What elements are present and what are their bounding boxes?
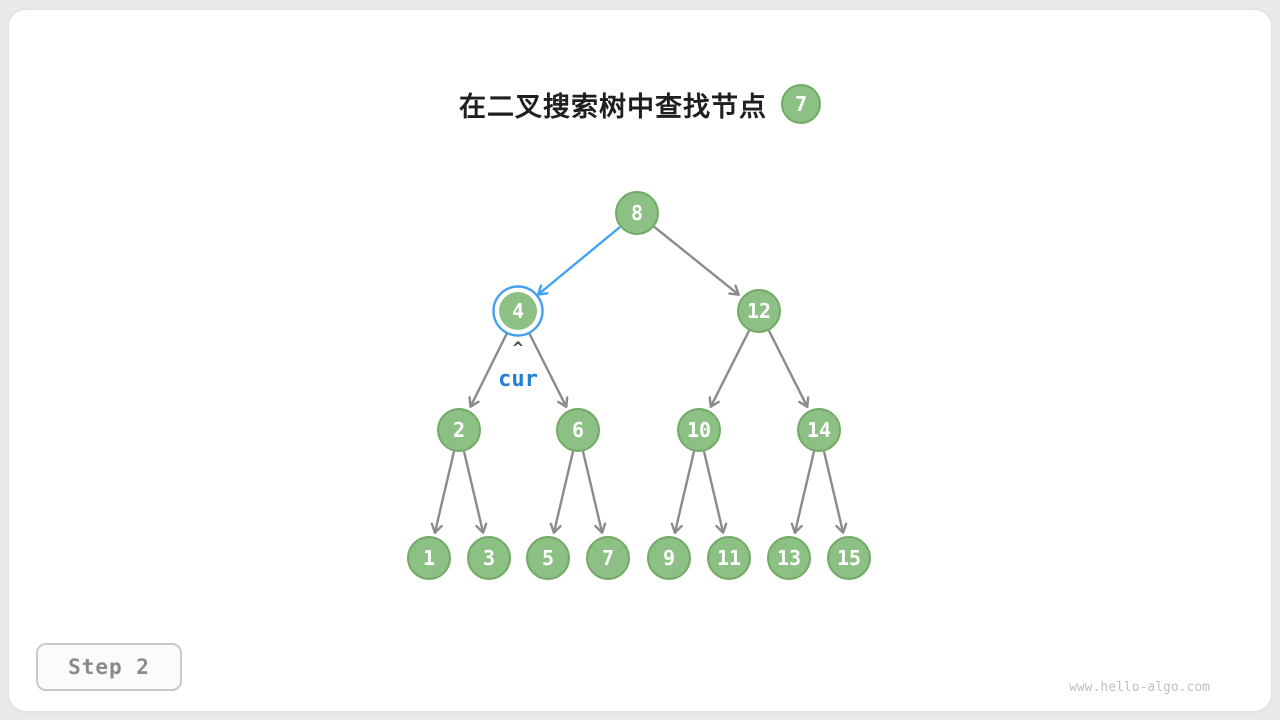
tree-node-value: 8 [631,201,643,225]
tree-edge-highlight [536,226,621,296]
cur-caret: ^ [513,339,523,359]
tree-node-value: 14 [807,418,831,442]
tree-node-value: 13 [777,546,801,570]
step-badge: Step 2 [36,643,182,691]
tree-node-value: 15 [837,546,861,570]
tree-edge [670,451,696,534]
edges-layer [430,225,848,534]
tree-node: 5 [526,536,570,580]
tree-edge [702,451,728,534]
tree-node-value: 10 [687,418,711,442]
cur-pointer: ^ cur [498,339,538,392]
tree-edge [430,451,456,534]
tree-node-value: 3 [483,546,495,570]
content-card [8,9,1272,712]
tree-node-current: 4 [492,285,544,337]
tree-edge [462,451,488,534]
tree-node-value: 11 [717,546,741,570]
diagram-title: 在二叉搜索树中查找节点 [459,91,767,122]
tree-node-value: 5 [542,546,554,570]
tree-node: 15 [827,536,871,580]
tree-node: 8 [615,191,659,235]
tree-node-value: 4 [512,299,524,323]
tree-edge [822,451,848,534]
tree-node: 13 [767,536,811,580]
title-row: 在二叉搜索树中查找节点 7 [0,84,1280,124]
tree-node: 1 [407,536,451,580]
tree-node-value: 12 [747,299,771,323]
tree-node: 3 [467,536,511,580]
tree-node: 11 [707,536,751,580]
tree-edge [549,451,575,534]
tree-node-value: 6 [572,418,584,442]
tree-node-value: 7 [602,546,614,570]
tree-edge [581,451,607,534]
tree-edge [526,330,569,408]
tree-node: 7 [586,536,630,580]
tree-node-value: 2 [453,418,465,442]
watermark: www.hello-algo.com [1069,680,1210,695]
tree-node: 2 [437,408,481,452]
tree-edge [790,451,816,534]
tree-node: 10 [677,408,721,452]
tree-edge [653,225,740,296]
tree-edge [468,330,510,408]
tree-edge [708,330,751,408]
cur-label: cur [498,367,538,392]
tree-node-value: 9 [663,546,675,570]
tree-node: 12 [737,289,781,333]
tree-edge [767,330,810,408]
tree-node-value: 1 [423,546,435,570]
tree-node: 6 [556,408,600,452]
target-node-badge: 7 [781,84,821,124]
tree-node: 9 [647,536,691,580]
tree-node: 14 [797,408,841,452]
